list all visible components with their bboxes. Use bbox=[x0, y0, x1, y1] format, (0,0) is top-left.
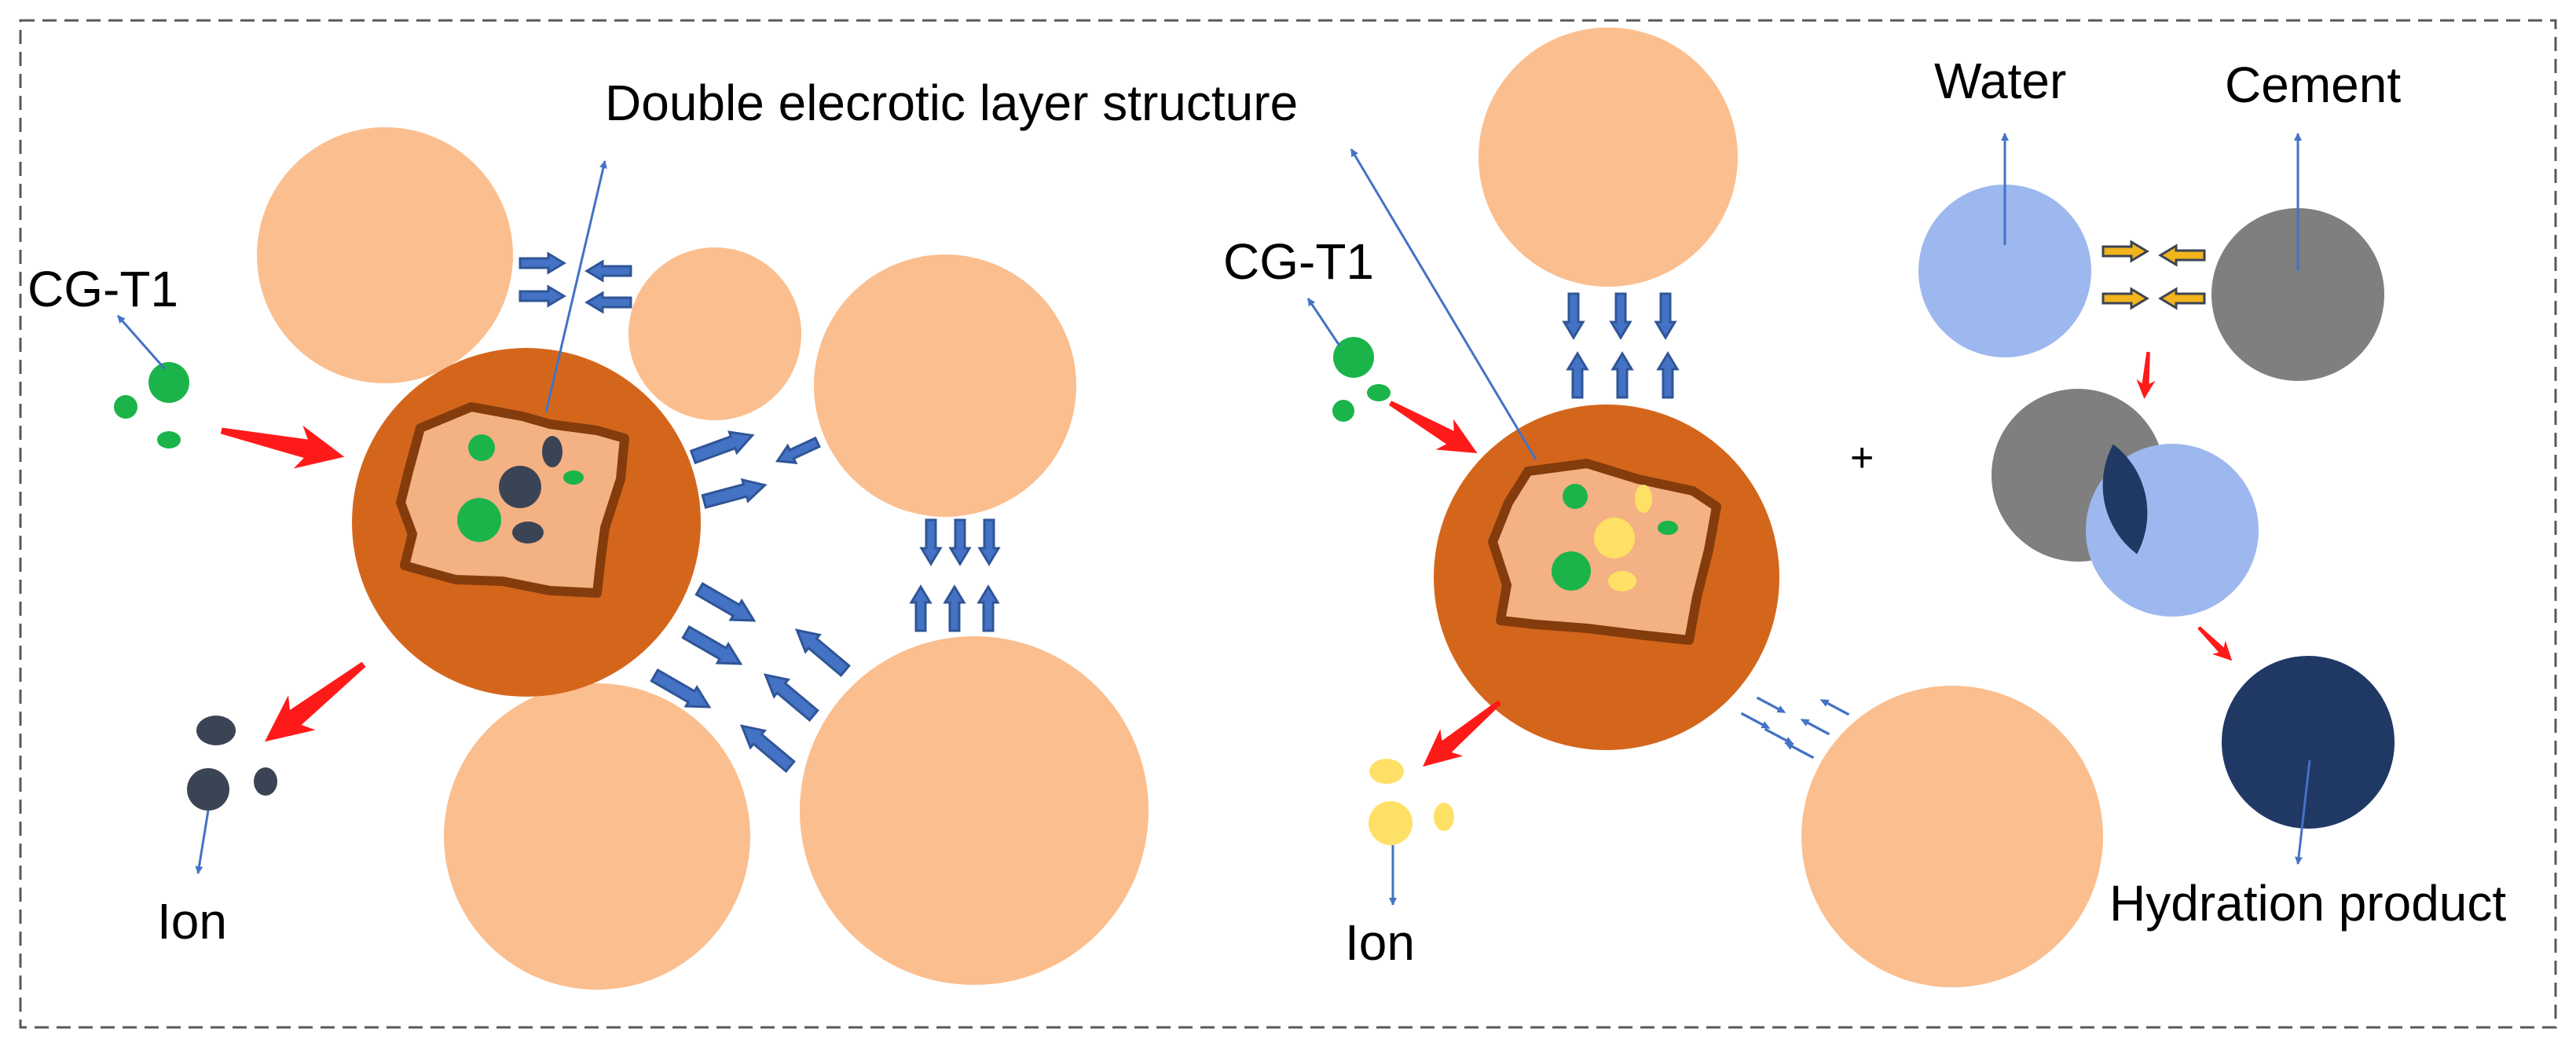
force-arrow bbox=[1657, 352, 1679, 399]
particle bbox=[1479, 27, 1738, 287]
additive-particle bbox=[148, 362, 189, 403]
ion-particle bbox=[1608, 571, 1636, 591]
ion-particle bbox=[1434, 803, 1454, 831]
red-arrow bbox=[216, 408, 350, 479]
red-arrow bbox=[2192, 621, 2239, 668]
ion-particle bbox=[187, 768, 229, 811]
red-arrow bbox=[1381, 387, 1486, 469]
hydration-inset: Water Cement Hydration product bbox=[1918, 53, 2506, 932]
force-arrow bbox=[585, 260, 632, 282]
force-arrow bbox=[1798, 715, 1831, 738]
force-arrow bbox=[757, 665, 823, 725]
force-arrow bbox=[1818, 695, 1851, 719]
ion-particle bbox=[254, 767, 277, 796]
particle bbox=[444, 683, 750, 990]
force-arrow bbox=[1755, 694, 1788, 717]
force-arrow bbox=[700, 473, 769, 514]
ion-label-left: Ion bbox=[157, 893, 227, 950]
force-arrow bbox=[688, 423, 757, 469]
water-circle bbox=[1918, 185, 2091, 357]
ion-particle bbox=[542, 436, 562, 467]
plus-sign: + bbox=[1850, 435, 1874, 481]
force-arrow bbox=[1563, 292, 1585, 339]
red-arrow bbox=[2134, 351, 2158, 400]
particle bbox=[1801, 686, 2103, 987]
cg-t1-label-right: CG-T1 bbox=[1223, 233, 1374, 290]
ion-particle bbox=[1635, 485, 1652, 513]
additive-particle bbox=[114, 395, 137, 419]
diagram-frame bbox=[19, 19, 2557, 1029]
additive-particle bbox=[1333, 337, 1374, 378]
cement-label: Cement bbox=[2225, 57, 2401, 113]
left-panel: CG-T1 Ion bbox=[27, 127, 1149, 990]
particle bbox=[257, 127, 513, 383]
ion-particle bbox=[499, 466, 541, 508]
force-arrow bbox=[518, 285, 566, 307]
force-arrow bbox=[585, 291, 632, 313]
additive-particle bbox=[1367, 384, 1391, 401]
force-arrow bbox=[1611, 352, 1633, 399]
cement-circle bbox=[2211, 208, 2384, 381]
ion-label-right: Ion bbox=[1345, 914, 1415, 971]
additive-particle bbox=[468, 434, 495, 461]
force-arrow bbox=[772, 432, 823, 471]
pointer-line bbox=[2295, 760, 2311, 865]
reaction-arrow bbox=[2101, 240, 2149, 262]
additive-particle bbox=[1332, 400, 1354, 422]
particle bbox=[628, 247, 801, 420]
additive-particle bbox=[1658, 521, 1678, 535]
additive-particle bbox=[1563, 484, 1588, 509]
force-arrow bbox=[920, 518, 942, 566]
additive-particle bbox=[157, 431, 181, 448]
force-arrow bbox=[1610, 292, 1632, 339]
right-panel: CG-T1 Ion bbox=[1223, 27, 2103, 987]
overlap-region bbox=[2102, 444, 2148, 555]
pointer-line bbox=[1306, 298, 1341, 346]
pointer-line bbox=[544, 160, 607, 413]
pointer-line bbox=[116, 315, 167, 370]
force-arrow bbox=[518, 252, 566, 274]
red-arrow bbox=[1411, 688, 1512, 781]
additive-particle bbox=[457, 498, 501, 542]
red-arrow bbox=[251, 646, 378, 760]
force-arrow bbox=[977, 585, 999, 632]
force-arrow bbox=[1654, 292, 1676, 339]
ion-particle bbox=[512, 522, 544, 544]
ion-particle bbox=[1369, 759, 1404, 784]
ion-particle bbox=[1369, 801, 1413, 845]
force-arrow bbox=[949, 518, 971, 566]
force-arrow bbox=[679, 621, 748, 675]
force-arrow bbox=[692, 578, 761, 631]
force-arrow bbox=[788, 621, 854, 680]
particle bbox=[800, 636, 1149, 985]
force-arrow bbox=[944, 585, 966, 632]
force-arrow bbox=[978, 518, 1000, 566]
ion-particle bbox=[196, 716, 236, 745]
pointer-line bbox=[195, 810, 210, 874]
force-arrow bbox=[1566, 352, 1588, 399]
pointer-line bbox=[1350, 148, 1537, 460]
force-arrow bbox=[733, 716, 799, 776]
double-layer-label: Double elecrotic layer structure bbox=[605, 75, 1298, 131]
ion-particle bbox=[1594, 518, 1635, 558]
reaction-arrow bbox=[2159, 287, 2206, 309]
particle bbox=[814, 254, 1076, 517]
reaction-arrow bbox=[2159, 244, 2206, 266]
additive-particle bbox=[1552, 551, 1591, 591]
water-label: Water bbox=[1934, 53, 2066, 109]
hydration-product-label: Hydration product bbox=[2109, 875, 2506, 932]
additive-particle bbox=[563, 470, 584, 485]
force-arrow bbox=[910, 585, 932, 632]
reaction-arrow bbox=[2101, 287, 2149, 309]
hydration-product-circle bbox=[2222, 656, 2395, 829]
cg-t1-label-left: CG-T1 bbox=[27, 261, 178, 317]
